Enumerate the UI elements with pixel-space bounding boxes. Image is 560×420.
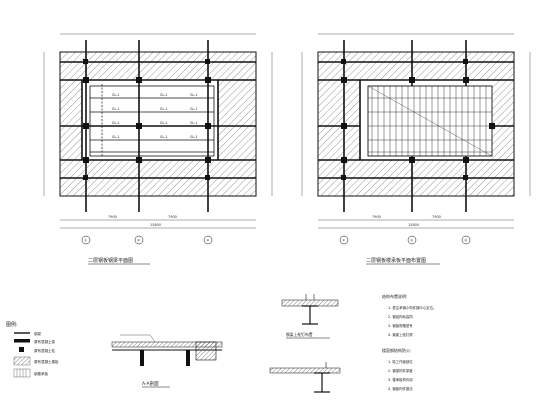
stud-detail: 钢梁上栓钉布置 <box>269 294 341 393</box>
legend-item: 原有混凝土梁 <box>34 339 55 344</box>
grid-label: ① <box>342 239 345 243</box>
deck-ribs <box>367 85 493 157</box>
fire-notes-title: 楼面钢结构防火: <box>382 347 411 353</box>
beam-label: GL-1 <box>190 135 197 139</box>
existing-slab-hatch-left <box>60 80 82 160</box>
beam-label: GL-1 <box>160 107 167 111</box>
note-item: 3. 钢板规格型号 <box>388 323 413 328</box>
legend-deck-symbol <box>13 368 31 378</box>
beam-label: GL-1 <box>160 121 167 125</box>
grid-label: ② <box>410 239 413 243</box>
grid-bubbles-bottom: ① ② ③ <box>81 235 213 245</box>
dim-total: 15800 <box>408 223 419 227</box>
existing-slab-hatch-right <box>218 80 256 160</box>
dim-text: 7900 <box>108 215 117 219</box>
legend-item: 原有混凝土楼板 <box>34 359 59 364</box>
beam-label: GL-1 <box>112 107 119 111</box>
general-notes: 结构布置说明: 1. 表注承钢小构件钢中心定位。 2. 钢结构标高同 3. 钢板… <box>382 293 436 391</box>
new-steel-beams <box>90 84 214 156</box>
notes-title: 结构布置说明: <box>382 293 407 299</box>
right-floor-plan: ① ② ③ 7900 7900 15800 二层钢板楼承板平面布置图 <box>301 33 531 265</box>
legend-concrete-beam-symbol <box>14 339 30 343</box>
legend-item: 钢楼承板 <box>34 371 48 376</box>
legend-concrete-slab-symbol <box>13 356 31 366</box>
beam-label: GL-1 <box>160 135 167 139</box>
beam-labels: GL-1 GL-1 GL-1 GL-1 GL-1 GL-1 GL-1 GL-1 … <box>112 93 197 139</box>
floor-opening <box>89 85 215 157</box>
beam-label: GL-1 <box>190 93 197 97</box>
note-item: 1. 除工作面部位 <box>388 359 413 364</box>
beam-label: GL-1 <box>112 135 119 139</box>
beam-label: GL-1 <box>112 121 119 125</box>
grid-label: ② <box>137 239 140 243</box>
beam-label: GL-1 <box>112 93 119 97</box>
dim-text: 7900 <box>372 215 381 219</box>
plan-title-right: 二层钢板楼承板平面布置图 <box>366 257 426 264</box>
beam-label: GL-1 <box>190 121 197 125</box>
note-item: 4. 钢板构件做法 <box>388 386 413 391</box>
note-item: 4. 钢梁上栓钉规 <box>388 332 413 337</box>
grid-label: ③ <box>464 239 467 243</box>
plan-outline <box>59 51 257 197</box>
dim-total: 15800 <box>150 223 161 227</box>
section-label-aa: A-A剖面 <box>142 380 159 387</box>
plan-title-left: 二层钢板钢梁平面图 <box>88 257 133 264</box>
note-item: 2. 钢梁构件厚度 <box>388 368 413 373</box>
beam-label: GL-1 <box>190 107 197 111</box>
existing-columns <box>83 59 211 180</box>
existing-beams-horizontal <box>60 61 256 179</box>
existing-slab-hatch-top <box>60 52 256 80</box>
note-item: 2. 钢结构标高同 <box>388 314 413 319</box>
note-item: 1. 表注承钢小构件钢中心定位。 <box>388 305 436 310</box>
dim-text: 7900 <box>432 215 441 219</box>
grid-label: ③ <box>206 239 209 243</box>
section-label-stud: 钢梁上栓钉布置 <box>286 332 313 337</box>
grid-label: ① <box>84 239 87 243</box>
legend-title: 图例: <box>6 321 18 328</box>
left-floor-plan: GL-1 GL-1 GL-1 GL-1 GL-1 GL-1 GL-1 GL-1 … <box>43 33 273 265</box>
dim-text: 7900 <box>168 215 177 219</box>
section-a-a: A-A剖面 <box>111 334 223 388</box>
dimension-lines <box>43 33 273 229</box>
legend-concrete-column-symbol <box>19 347 24 352</box>
legend: 图例: 钢梁 原有混凝土梁 原有混凝土柱 原有混凝土楼板 钢楼承板 <box>6 321 59 378</box>
legend-item: 原有混凝土柱 <box>34 348 55 353</box>
note-item: 3. 楼承板构件用 <box>388 377 413 382</box>
legend-item: 钢梁 <box>34 331 41 336</box>
beam-label: GL-1 <box>160 93 167 97</box>
